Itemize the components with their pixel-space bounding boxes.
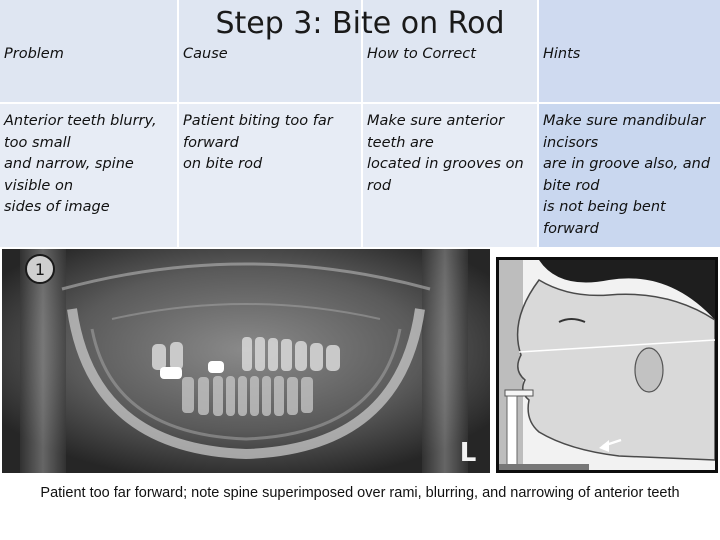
cell-problem: Anterior teeth blurry, too small and nar… xyxy=(0,103,178,247)
film-marker-number: 1 xyxy=(35,260,45,279)
table-header-row: Problem Cause How to Correct Hints xyxy=(0,0,720,104)
header-cause: Cause xyxy=(177,0,362,104)
problem-table: Problem Cause How to Correct Hints Anter… xyxy=(0,0,720,247)
patient-profile-photo xyxy=(496,257,718,473)
slide-title: Step 3: Bite on Rod xyxy=(215,6,505,41)
cell-hints: Make sure mandibular incisors are in gro… xyxy=(537,103,720,247)
header-hints: Hints xyxy=(537,0,720,104)
panoramic-xray-image: 1 L xyxy=(2,249,490,473)
image-caption: Patient too far forward; note spine supe… xyxy=(40,485,680,501)
header-how-to-correct: How to Correct xyxy=(361,0,538,104)
film-marker-left: L xyxy=(460,438,477,468)
cell-how-to-correct: Make sure anterior teeth are located in … xyxy=(361,103,538,247)
header-problem: Problem xyxy=(0,0,178,104)
table-row: Anterior teeth blurry, too small and nar… xyxy=(0,103,720,247)
cell-cause: Patient biting too far forward on bite r… xyxy=(177,103,362,247)
